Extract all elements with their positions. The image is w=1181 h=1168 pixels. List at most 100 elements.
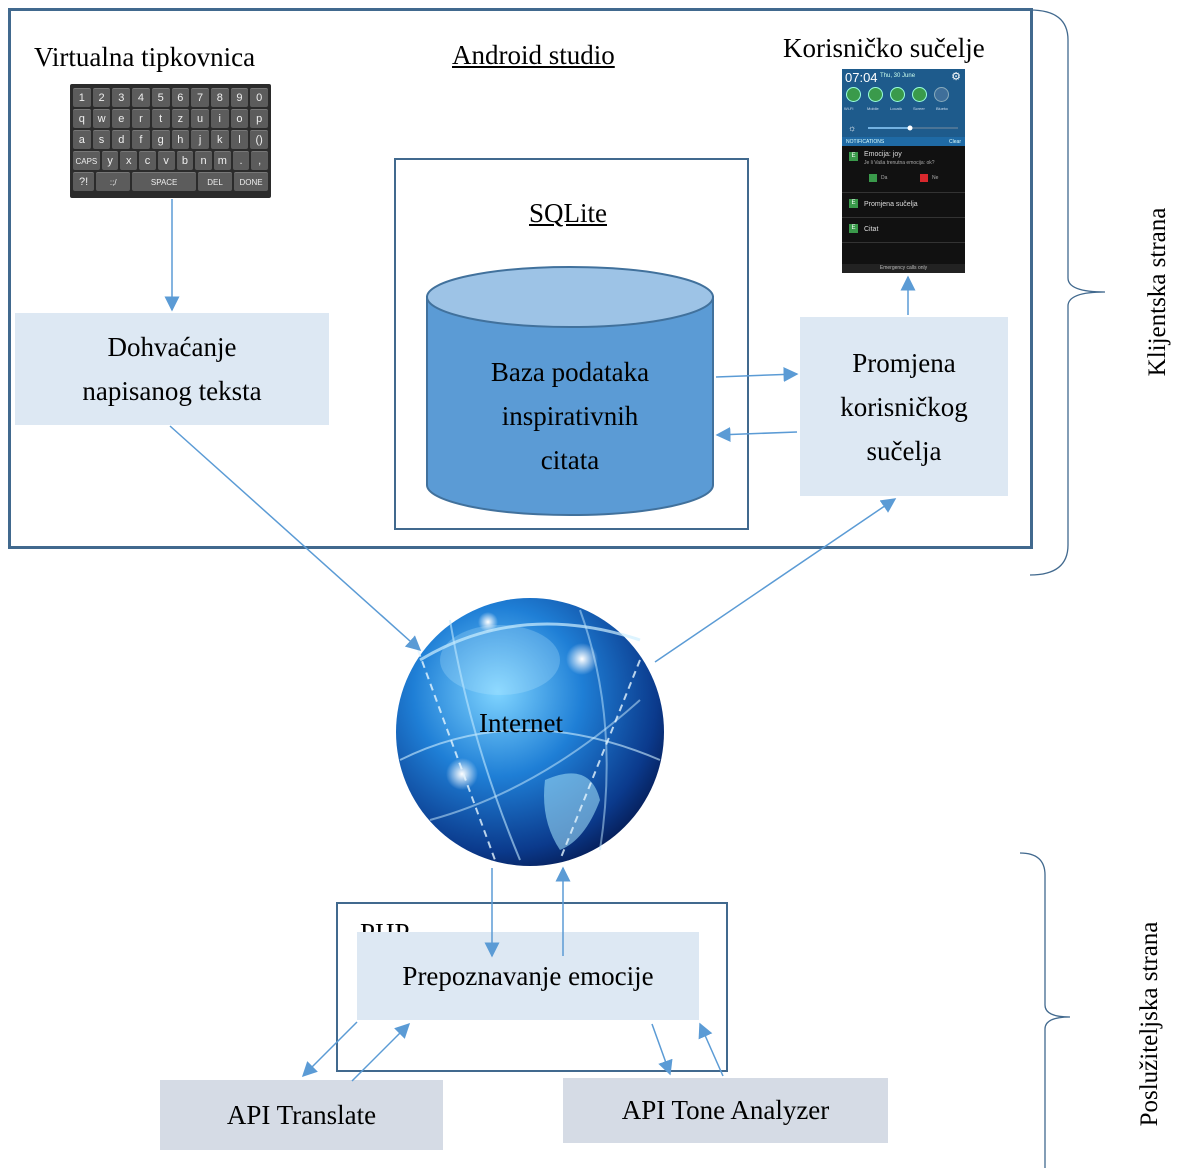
arrow-php-to-translate (301, 1021, 358, 1078)
keyboard-key: 4 (132, 88, 150, 107)
recognize-label: Prepoznavanje emocije (402, 961, 654, 991)
phone-ui-screenshot: 07:04 Thu, 30 June ⚙ Wi-Fi Mobile data Loc… (842, 69, 965, 273)
database-cylinder (426, 266, 714, 516)
keyboard-key: c (139, 151, 156, 170)
cross-icon (920, 174, 928, 182)
wifi-icon (846, 87, 861, 102)
change-line2: korisničkog (840, 391, 968, 422)
server-side-label: Poslužiteljska strana (1136, 921, 1163, 1127)
keyboard-key: 3 (112, 88, 131, 107)
sqlite-frame (394, 158, 749, 530)
fetch-line1: Dohvaćanje (107, 332, 237, 362)
keyboard-key: DONE (234, 172, 268, 191)
keyboard-key: . (232, 151, 250, 170)
keyboard-key: m (213, 151, 231, 170)
api-tone-analyzer-box: API Tone Analyzer (563, 1078, 888, 1143)
keyboard-key: , (251, 151, 269, 170)
ui-label: Korisničko sučelje (783, 33, 985, 63)
keyboard-key: SPACE (132, 172, 196, 191)
keyboard-key: ?! (73, 172, 95, 191)
api-translate-label: API Translate (226, 1099, 377, 1130)
quick-setting-label: Location (890, 106, 902, 111)
keyboard-key: w (92, 109, 111, 128)
keyboard-key: s (92, 130, 111, 149)
notification-quote: E Citat (842, 218, 965, 243)
arrow-fetch-to-internet (169, 425, 422, 652)
db-line3: citata (540, 445, 600, 475)
phone-date: Thu, 30 June (880, 73, 916, 79)
keyboard-key: z (171, 109, 190, 128)
keyboard-key: a (73, 130, 91, 149)
keyboard-key: 2 (92, 88, 111, 107)
keyboard-key: x (120, 151, 138, 170)
notification-title: Promjena sučelja (864, 201, 918, 208)
recognize-emotion-box: Prepoznavanje emocije (357, 932, 699, 1020)
keyboard-key: q (73, 109, 91, 128)
keyboard-key: p (250, 109, 269, 128)
arrow-php-to-tone (651, 1023, 673, 1076)
gear-icon: ⚙ (951, 71, 961, 83)
database-label: Baza podataka inspirativnih citata (427, 350, 713, 482)
keyboard-key: h (171, 130, 190, 149)
app-icon: E (849, 224, 858, 233)
quick-setting-label: Wi-Fi (844, 106, 854, 111)
quick-setting-label: Screen rotation (913, 106, 925, 111)
keyboard-key: 9 (230, 88, 249, 107)
php-frame (336, 902, 728, 1072)
keyboard-key: DEL (198, 172, 232, 191)
rotation-icon (912, 87, 927, 102)
emergency-text: Emergency calls only (842, 264, 965, 273)
phone-time: 07:04 (845, 70, 878, 85)
notification-title: Emocija: joy (864, 151, 902, 158)
keyboard-key: n (195, 151, 212, 170)
arrow-change-to-db (715, 426, 798, 442)
keyboard-key: g (151, 130, 170, 149)
mobile-data-icon (868, 87, 883, 102)
quick-setting-label: Mobile data (867, 106, 879, 111)
svg-text:☼: ☼ (848, 123, 856, 133)
keyboard-key: 0 (250, 88, 269, 107)
keyboard-key: :;/ (96, 172, 131, 191)
client-brace (1029, 9, 1106, 576)
bluetooth-icon (934, 87, 949, 102)
notification-title: Citat (864, 226, 879, 233)
client-side-label: Klijentska strana (1144, 207, 1171, 377)
keyboard-key: 5 (151, 88, 170, 107)
keyboard-label: Virtualna tipkovnica (34, 42, 256, 72)
quick-setting-label: Bluetooth (936, 106, 948, 111)
keyboard-key: e (112, 109, 131, 128)
keyboard-key: f (132, 130, 150, 149)
keyboard-key: y (101, 151, 119, 170)
arrow-internet-to-change (654, 498, 897, 663)
keyboard-key: 6 (171, 88, 190, 107)
notification-ui-change: E Promjena sučelja (842, 193, 965, 218)
clear-label: Clear (949, 138, 961, 145)
keyboard-key: l (230, 130, 249, 149)
notification-subtitle: Je li Vaša trenutna emocija: ok? (864, 160, 935, 166)
keyboard-key: v (157, 151, 175, 170)
yes-label: Da (881, 175, 888, 181)
change-line1: Promjena (852, 347, 956, 378)
check-icon (869, 174, 877, 182)
keyboard-key: t (151, 109, 170, 128)
keyboard-key: j (191, 130, 209, 149)
keyboard-key: i (210, 109, 229, 128)
keyboard-key: CAPS (73, 151, 100, 170)
arrow-tone-to-php (698, 1022, 724, 1077)
keyboard-key: b (176, 151, 194, 170)
keyboard-key: o (230, 109, 249, 128)
no-label: Ne (932, 175, 939, 181)
android-studio-label: Android studio (452, 40, 615, 70)
keyboard-key: d (112, 130, 131, 149)
keyboard-key: r (132, 109, 150, 128)
client-frame (8, 8, 1033, 549)
app-icon: E (849, 152, 858, 161)
keyboard-key: 8 (210, 88, 229, 107)
api-translate-box: API Translate (160, 1080, 443, 1150)
keyboard-key: k (210, 130, 229, 149)
app-icon: E (849, 199, 858, 208)
db-line2: inspirativnih (501, 401, 639, 431)
